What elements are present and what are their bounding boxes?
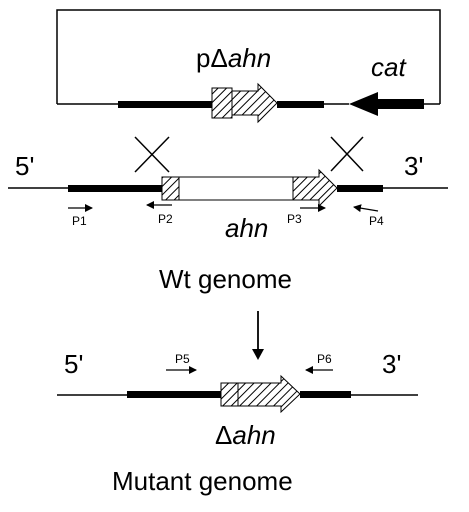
- wildtype-locus: 5' 3' ahn Wt genome P1 P2 P3 P4: [8, 151, 448, 294]
- mut-3-end-label: 3': [382, 349, 401, 379]
- plasmid-ahn-5-fragment: [211, 87, 233, 119]
- mut-genome-caption: Mutant genome: [112, 466, 293, 496]
- plasmid-5-flank: [118, 101, 212, 108]
- plasmid-3-flank: [277, 101, 324, 108]
- plasmid-name-label: pΔahn: [196, 43, 271, 73]
- wt-3-end-label: 3': [404, 151, 423, 181]
- primer-p4-label: P4: [369, 214, 384, 228]
- wt-ahn-3-fragment-arrow: [292, 168, 338, 208]
- mut-5-flank: [127, 391, 221, 398]
- primer-p6-label: P6: [317, 352, 332, 366]
- cat-marker-label: cat: [371, 52, 407, 82]
- cat-marker-arrow: [349, 92, 424, 116]
- mut-5-end-label: 5': [64, 349, 83, 379]
- mut-3-flank: [300, 391, 351, 398]
- mut-gene-label: Δahn: [215, 420, 276, 450]
- wt-5-end-label: 5': [15, 151, 34, 181]
- primer-p2-label: P2: [158, 212, 173, 226]
- wt-genome-caption: Wt genome: [159, 264, 292, 294]
- wt-5-flank: [68, 185, 162, 192]
- crossover-right: [330, 136, 364, 172]
- crossover-left: [134, 136, 170, 173]
- mutant-locus: 5' 3' P5 P6 Δahn Mutant genome: [57, 349, 418, 496]
- transition-arrowhead: [252, 349, 264, 360]
- primer-p3-label: P3: [287, 212, 302, 226]
- wt-ahn-deleted-region: [178, 176, 294, 201]
- mut-ahn-5-fragment: [220, 382, 239, 407]
- primer-p5-label: P5: [175, 352, 190, 366]
- wt-3-flank: [337, 185, 383, 192]
- mut-ahn-3-fragment-arrow: [237, 374, 301, 414]
- wt-ahn-5-fragment: [161, 176, 180, 201]
- plasmid: pΔahn cat: [56, 9, 441, 124]
- primer-p1-label: P1: [72, 214, 87, 228]
- primer-p4-arrow: [353, 204, 379, 213]
- plasmid-backbone: [56, 9, 441, 104]
- plasmid-ahn-3-fragment-arrow: [231, 82, 278, 124]
- wt-gene-label: ahn: [225, 213, 268, 243]
